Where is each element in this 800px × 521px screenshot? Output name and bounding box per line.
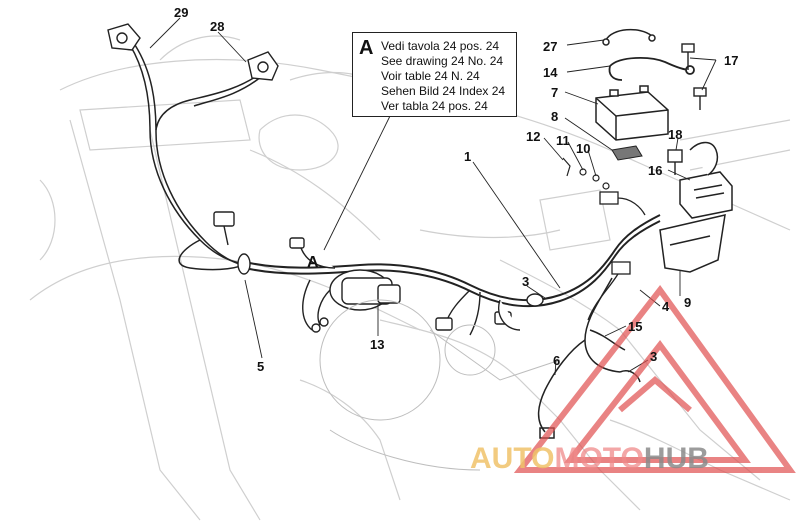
leader-lines bbox=[149, 17, 717, 376]
callout-29: 29 bbox=[174, 5, 189, 20]
reference-letter: A bbox=[359, 37, 374, 59]
ground-cable bbox=[608, 57, 695, 81]
battery-strap bbox=[602, 28, 656, 46]
callout-10: 10 bbox=[576, 141, 591, 156]
bolts bbox=[681, 43, 707, 110]
callout-12: 12 bbox=[526, 129, 541, 144]
right-switch bbox=[247, 51, 279, 81]
relay-cluster bbox=[289, 237, 401, 333]
reference-line-en: See drawing 24 No. 24 bbox=[381, 54, 504, 68]
callout-4: 4 bbox=[662, 299, 670, 314]
watermark-part-moto: MOTO bbox=[554, 442, 644, 475]
reference-line-de: Sehen Bild 24 Index 24 bbox=[381, 84, 506, 98]
callout-9: 9 bbox=[684, 295, 692, 310]
starter-relay bbox=[667, 149, 683, 175]
handlebar-cables bbox=[129, 44, 266, 271]
fuse-box bbox=[679, 141, 733, 219]
watermark-part-hub: HUB bbox=[643, 442, 709, 475]
reference-line-es: Ver tabla 24 pos. 24 bbox=[381, 99, 488, 113]
callout-18: 18 bbox=[668, 127, 683, 142]
callout-1: 1 bbox=[464, 149, 472, 164]
reference-box: A Vedi tavola 24 pos. 24 See drawing 24 … bbox=[352, 32, 517, 117]
callout-16: 16 bbox=[648, 163, 663, 178]
callout-7: 7 bbox=[551, 85, 559, 100]
watermark-part-auto: AUTO bbox=[470, 442, 555, 475]
connector-marker-a: A bbox=[307, 254, 319, 271]
callout-15: 15 bbox=[628, 319, 643, 334]
callout-13: 13 bbox=[370, 337, 385, 352]
ghost-parts bbox=[319, 299, 561, 471]
left-switch bbox=[107, 23, 141, 51]
frame-outline bbox=[29, 35, 791, 521]
connector-1 bbox=[587, 191, 646, 321]
callout-3-lower: 3 bbox=[650, 349, 658, 364]
support-bracket bbox=[659, 214, 726, 273]
battery-pad bbox=[611, 145, 643, 161]
battery bbox=[595, 85, 669, 141]
callout-27: 27 bbox=[543, 39, 558, 54]
callout-14: 14 bbox=[543, 65, 558, 80]
reference-lines: Vedi tavola 24 pos. 24 See drawing 24 No… bbox=[381, 39, 505, 114]
callout-11: 11 bbox=[556, 133, 570, 148]
callout-28: 28 bbox=[210, 19, 225, 34]
callout-6: 6 bbox=[553, 353, 561, 368]
connector-5 bbox=[213, 211, 251, 275]
watermark-logo bbox=[513, 284, 796, 473]
callout-5: 5 bbox=[257, 359, 265, 374]
watermark-text: AUTOMOTOHUB bbox=[470, 442, 709, 476]
callout-17: 17 bbox=[724, 53, 739, 68]
main-harness bbox=[244, 214, 661, 308]
reference-line-fr: Voir table 24 N. 24 bbox=[381, 69, 480, 83]
small-hardware bbox=[562, 157, 610, 190]
mid-connectors bbox=[435, 289, 544, 336]
callout-3-upper: 3 bbox=[522, 274, 530, 289]
reference-line-it: Vedi tavola 24 pos. 24 bbox=[381, 39, 500, 53]
callout-8: 8 bbox=[551, 109, 559, 124]
